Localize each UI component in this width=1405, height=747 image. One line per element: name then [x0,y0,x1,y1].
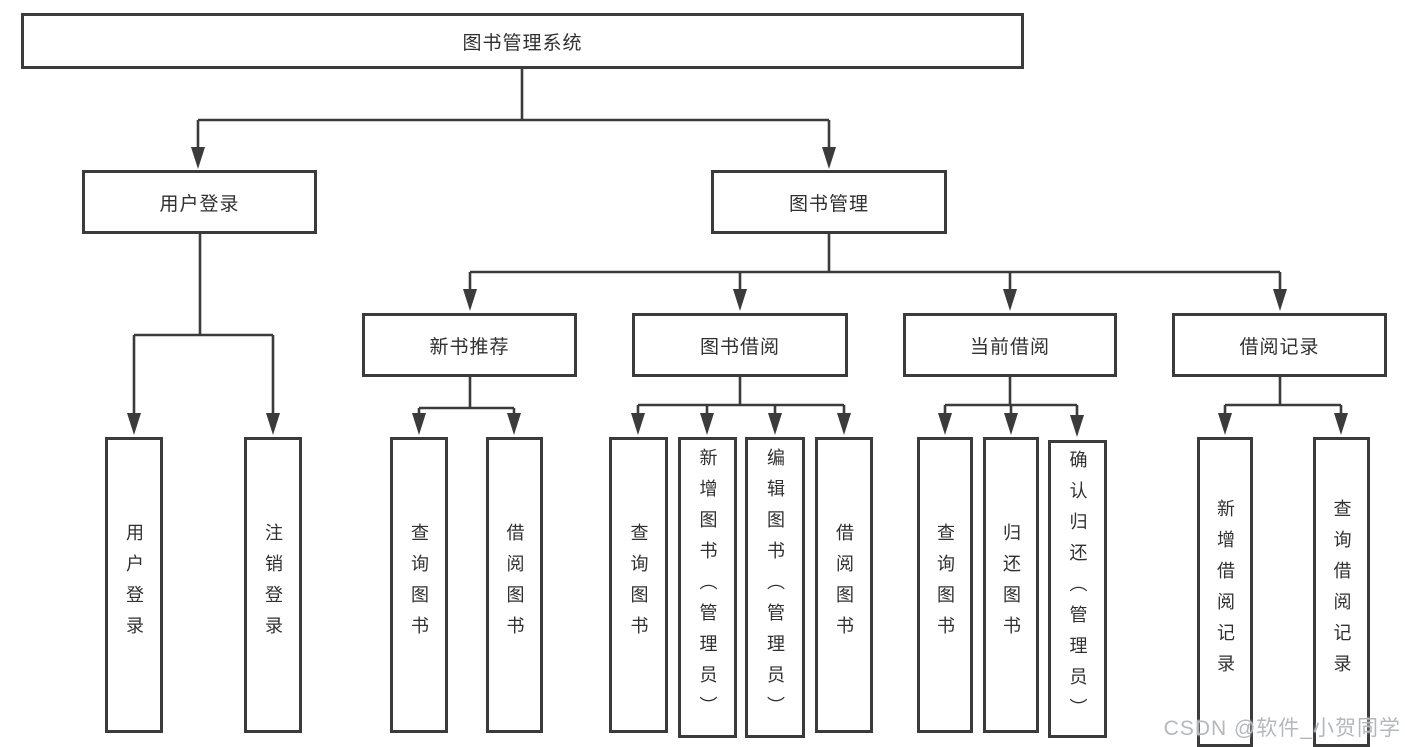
leaf-borrow-book-recommend: 借阅图书 [486,437,543,733]
node-current-borrow: 当前借阅 [903,313,1117,377]
connector-book-management-children [463,234,1287,311]
leaf-return-book: 归还图书 [983,437,1039,733]
leaf-query-book-borrow: 查询图书 [609,437,668,733]
leaf-add-book-admin: 新增图书（管理员） [678,437,737,738]
node-book-borrow: 图书借阅 [632,313,848,377]
connector-user-login-children [127,234,280,435]
connector-current-borrow-children [938,377,1084,437]
connector-root-to-level2 [191,69,836,169]
leaf-query-borrow-record: 查询借阅记录 [1313,437,1370,747]
leaf-add-borrow-record: 新增借阅记录 [1197,437,1253,747]
leaf-logout: 注销登录 [244,437,302,733]
leaf-query-book-current: 查询图书 [917,437,973,733]
connector-borrow-records-children [1218,377,1348,435]
connector-book-borrow-children [631,377,851,435]
leaf-confirm-return-admin: 确认归还（管理员） [1048,440,1107,738]
leaf-edit-book-admin: 编辑图书（管理员） [745,437,805,738]
node-book-management: 图书管理 [711,170,947,234]
csdn-watermark: CSDN @软件_小贺同学 [1163,717,1401,740]
node-root: 图书管理系统 [21,13,1024,69]
node-new-book-recommend: 新书推荐 [362,313,577,377]
node-user-login: 用户登录 [82,170,317,234]
leaf-query-book-recommend: 查询图书 [390,437,448,733]
leaf-borrow-book: 借阅图书 [815,437,873,733]
connector-new-book-recommend-children [412,377,521,435]
node-borrow-records: 借阅记录 [1172,313,1387,377]
leaf-user-login: 用户登录 [105,437,163,733]
